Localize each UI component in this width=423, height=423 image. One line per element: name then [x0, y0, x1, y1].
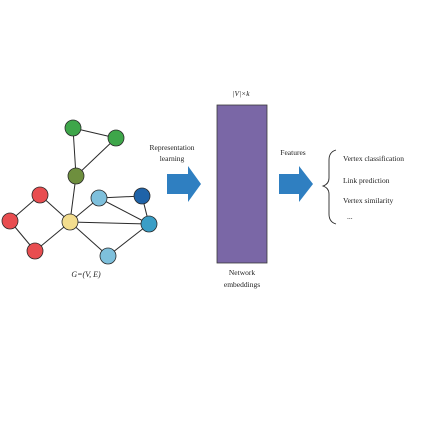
graph-node — [133, 187, 151, 205]
graph-node — [99, 247, 117, 265]
embedding-label-line1: Network — [229, 268, 255, 277]
graph-node — [107, 129, 125, 147]
graph-node — [26, 242, 44, 260]
graph-edge — [69, 221, 109, 257]
task-item: Vertex classification — [343, 154, 404, 163]
task-brace — [321, 149, 337, 225]
task-item: Link prediction — [343, 176, 390, 185]
graph-node — [140, 215, 158, 233]
graph-edge — [75, 137, 117, 177]
graph-edge — [69, 221, 150, 225]
graph-label: G=(V, E) — [71, 270, 101, 279]
graph-edges — [9, 127, 150, 257]
graph-node — [61, 213, 79, 231]
features-label: Features — [280, 148, 305, 157]
embedding-label-line2: embeddings — [224, 280, 260, 289]
graph-node — [31, 186, 49, 204]
embedding-dim-label: |V|×k — [232, 89, 250, 98]
embedding-matrix — [216, 104, 268, 264]
graph-edge — [107, 223, 150, 257]
graph-node — [90, 189, 108, 207]
representation-arrow — [167, 166, 201, 202]
graph-node — [1, 212, 19, 230]
features-arrow — [279, 166, 313, 202]
representation-learning-label-line2: learning — [160, 154, 185, 163]
task-item: Vertex similarity — [343, 196, 393, 205]
graph-edge — [98, 197, 150, 225]
graph-node — [64, 119, 82, 137]
representation-learning-label-line1: Representation — [150, 143, 195, 152]
graph-nodes — [1, 119, 158, 265]
graph-node — [67, 167, 85, 185]
task-item: ... — [347, 212, 353, 221]
